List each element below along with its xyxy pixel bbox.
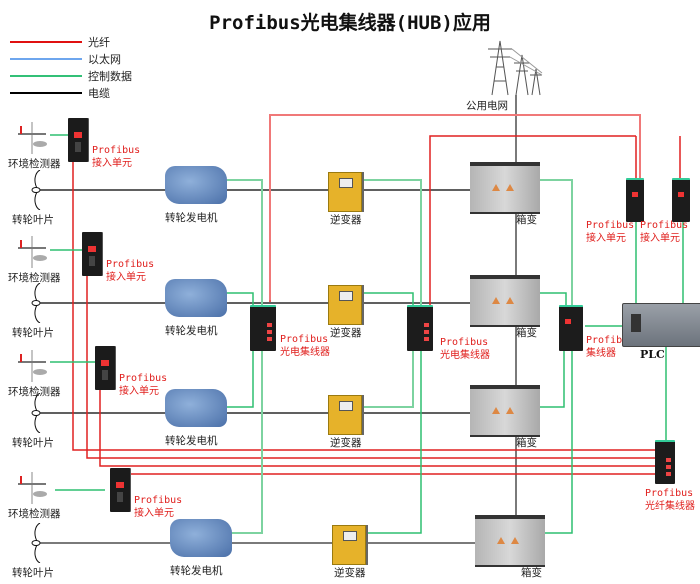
generator-label: 转轮发电机 (165, 212, 218, 224)
control-inv2 (362, 292, 414, 305)
turbine-blade-label: 转轮叶片 (12, 437, 54, 449)
control-gen2 (225, 292, 254, 305)
turbine-blade-icon (30, 169, 46, 211)
inverter-icon (328, 172, 362, 212)
profibus-fiber-hub[interactable] (655, 440, 675, 484)
generator-icon (165, 279, 227, 317)
control-box1 (540, 179, 573, 305)
turbine-blade-icon (30, 392, 46, 434)
inverter-label: 逆变器 (330, 214, 362, 226)
profibus-access-unit[interactable] (95, 346, 115, 390)
profibus-hub[interactable] (559, 305, 583, 351)
plc-label: PLC (640, 348, 665, 361)
fiber-unit4 (124, 473, 660, 475)
plc-device[interactable] (622, 303, 700, 347)
profibus-optical-hub-1[interactable] (250, 305, 276, 351)
generator-icon (165, 389, 227, 427)
profibus-access-unit[interactable] (110, 468, 130, 512)
turbine-blade-label: 转轮叶片 (12, 567, 54, 579)
turbine-blade-icon (30, 282, 46, 324)
box-transformer-label: 箱变 (521, 567, 542, 579)
inverter-label: 逆变器 (334, 567, 366, 579)
box-transformer-label: 箱变 (516, 214, 537, 226)
environment-detector-icon (14, 236, 50, 268)
fiber-unit2 (86, 270, 660, 459)
fiber-line-top-inner (429, 135, 636, 305)
box-transformer-label: 箱变 (516, 327, 537, 339)
inverter-label: 逆变器 (330, 327, 362, 339)
environment-detector-icon (14, 472, 50, 504)
generator-label: 转轮发电机 (165, 325, 218, 337)
turbine-blade-label: 转轮叶片 (12, 327, 54, 339)
inverter-icon (332, 525, 366, 565)
inverter-label: 逆变器 (330, 437, 362, 449)
plc-access-unit-1[interactable] (626, 178, 644, 222)
box-transformer-icon (470, 162, 540, 214)
box-transformer-icon (470, 385, 540, 437)
generator-label: 转轮发电机 (165, 435, 218, 447)
profibus-optical-hub-2[interactable] (407, 305, 433, 351)
box-transformer-icon (475, 515, 545, 567)
environment-detector-label: 环境检测器 (8, 386, 61, 398)
control-inv4 (365, 345, 422, 534)
grid-label: 公用电网 (466, 100, 508, 112)
generator-icon (165, 166, 227, 204)
fiber-unit3 (99, 385, 660, 467)
generator-label: 转轮发电机 (170, 565, 223, 577)
power-tower-icon (488, 40, 543, 96)
control-box3 (540, 345, 565, 408)
control-gen4 (230, 345, 263, 534)
environment-detector-label: 环境检测器 (8, 272, 61, 284)
inverter-icon (328, 285, 362, 325)
plc-access-unit-2[interactable] (672, 178, 690, 222)
box-transformer-label: 箱变 (516, 437, 537, 449)
environment-detector-icon (14, 350, 50, 382)
environment-detector-label: 环境检测器 (8, 508, 61, 520)
control-inv3 (362, 345, 414, 408)
profibus-access-unit[interactable] (82, 232, 102, 276)
control-box4 (545, 345, 573, 534)
generator-icon (170, 519, 232, 557)
turbine-blade-icon (30, 522, 46, 564)
control-gen3 (225, 345, 254, 408)
turbine-blade-label: 转轮叶片 (12, 214, 54, 226)
page-title: Profibus光电集线器(HUB)应用 (209, 12, 491, 34)
fiber-line-top-outer (269, 114, 641, 300)
control-gen1 (225, 179, 263, 305)
inverter-icon (328, 395, 362, 435)
environment-detector-label: 环境检测器 (8, 158, 61, 170)
box-transformer-icon (470, 275, 540, 327)
control-box2 (540, 292, 567, 305)
environment-detector-icon (14, 122, 50, 154)
plc-display-icon (631, 314, 641, 332)
control-inv1 (362, 179, 422, 305)
profibus-access-unit[interactable] (68, 118, 88, 162)
fiber-unit1 (72, 140, 660, 451)
